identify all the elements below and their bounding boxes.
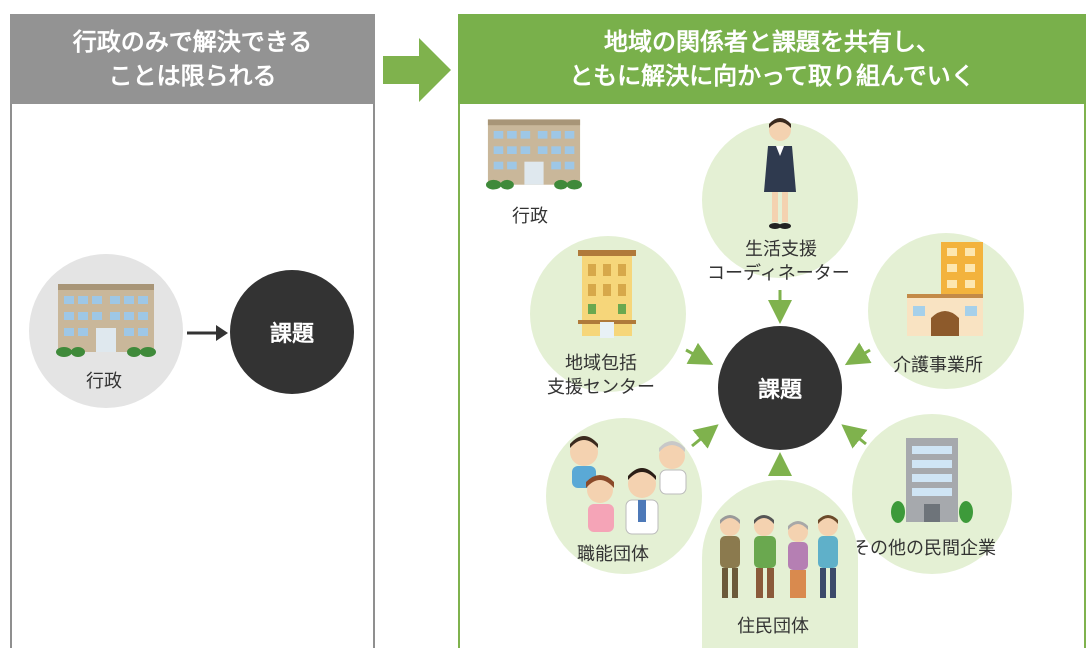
transition-arrow-icon: [383, 38, 451, 102]
left-government-node: 行政: [29, 254, 183, 408]
left-header: 行政のみで解決できる ことは限られる: [10, 14, 375, 104]
right-title-line2: ともに解決に向かって取り組んでいく: [569, 62, 975, 90]
arrow-from-care-office: [844, 342, 872, 366]
left-government-label: 行政: [86, 371, 122, 392]
support-center-label-line1: 地域包括: [565, 353, 637, 374]
left-title-line1: 行政のみで解決できる: [72, 28, 313, 56]
care-office-building-icon: [907, 242, 983, 336]
left-title-line2: ことは限られる: [108, 62, 277, 90]
professional-association-label: 職能団体: [577, 544, 649, 565]
left-issue-node: 課題: [230, 270, 354, 394]
care-office-label: 介護事業所: [893, 355, 983, 376]
arrow-from-companies: [841, 424, 868, 449]
support-center-label-line2: 支援センター: [547, 377, 655, 398]
government-building-icon: [56, 284, 156, 357]
right-panel: [458, 14, 1086, 648]
residents-people-icon: [720, 515, 838, 598]
coordinator-label-line1: 生活支援: [745, 239, 817, 260]
coordinator-person-icon: [764, 118, 796, 229]
right-issue-label: 課題: [757, 378, 802, 403]
right-issue-node: 課題: [718, 326, 842, 450]
coordinator-label-line2: コーディネーター: [707, 263, 850, 284]
left-panel: [10, 14, 375, 648]
government-building-icon: [486, 119, 582, 190]
residents-association-label: 住民団体: [737, 616, 809, 637]
left-arrow-icon: [216, 325, 228, 341]
right-title-line1: 地域の関係者と課題を共有し、: [604, 28, 940, 56]
right-header: 地域の関係者と課題を共有し、 ともに解決に向かって取り組んでいく: [458, 14, 1086, 104]
arrow-from-professional: [691, 424, 719, 449]
left-issue-label: 課題: [269, 322, 314, 347]
right-government-label: 行政: [512, 206, 548, 227]
company-building-icon: [891, 438, 973, 523]
support-center-building-icon: [578, 250, 636, 338]
professional-people-icon: [570, 436, 687, 535]
arrow-from-support-center: [685, 342, 714, 365]
private-companies-label: その他の民間企業: [852, 538, 996, 559]
